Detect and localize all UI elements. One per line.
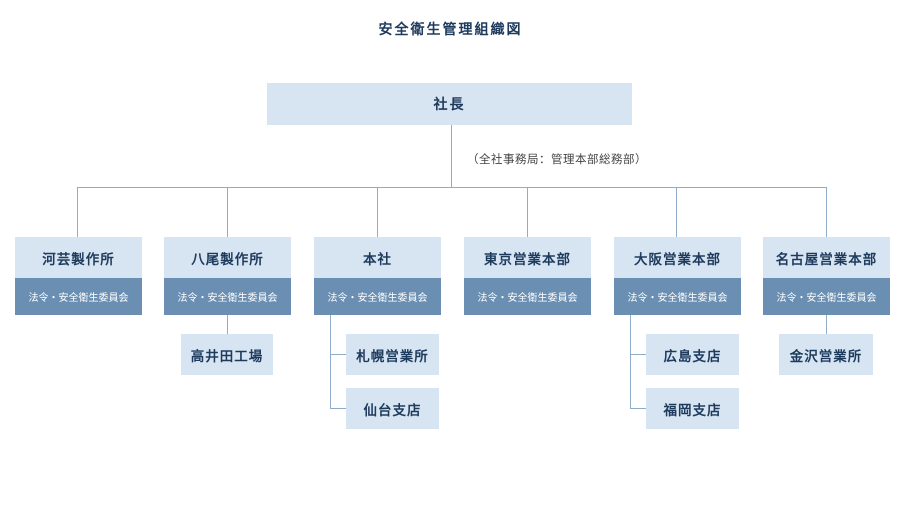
dept-connector-2 bbox=[227, 187, 228, 237]
sub-branch-fukuoka bbox=[630, 408, 646, 409]
dept-name: 河芸製作所 bbox=[15, 237, 142, 278]
dept-connector-6 bbox=[826, 187, 827, 237]
sub-connector-yao bbox=[227, 314, 228, 334]
ceo-connector bbox=[451, 125, 452, 188]
sub-takaida: 高井田工場 bbox=[181, 334, 273, 375]
sub-branch-sendai bbox=[330, 408, 346, 409]
dept-osaka: 大阪営業本部 法令・安全衛生委員会 bbox=[614, 237, 741, 315]
dept-name: 東京営業本部 bbox=[464, 237, 591, 278]
sub-sapporo: 札幌営業所 bbox=[346, 334, 439, 375]
dept-connector-4 bbox=[527, 187, 528, 237]
dept-name: 名古屋営業本部 bbox=[763, 237, 890, 278]
secretariat-note: （全社事務局：管理本部総務部） bbox=[467, 152, 647, 166]
dept-name: 本社 bbox=[314, 237, 441, 278]
dept-yao: 八尾製作所 法令・安全衛生委員会 bbox=[164, 237, 291, 315]
horizontal-bus bbox=[77, 187, 827, 188]
sub-connector-osaka bbox=[630, 314, 631, 409]
sub-hiroshima: 広島支店 bbox=[646, 334, 739, 375]
ceo-box: 社長 bbox=[267, 83, 632, 125]
dept-connector-5 bbox=[676, 187, 677, 237]
sub-sendai: 仙台支店 bbox=[346, 388, 439, 429]
dept-kawage: 河芸製作所 法令・安全衛生委員会 bbox=[15, 237, 142, 315]
dept-tokyo: 東京営業本部 法令・安全衛生委員会 bbox=[464, 237, 591, 315]
committee-label: 法令・安全衛生委員会 bbox=[464, 278, 591, 315]
dept-honsha: 本社 法令・安全衛生委員会 bbox=[314, 237, 441, 315]
committee-label: 法令・安全衛生委員会 bbox=[763, 278, 890, 315]
sub-branch-hiroshima bbox=[630, 354, 646, 355]
sub-connector-honsha bbox=[330, 314, 331, 409]
dept-name: 大阪営業本部 bbox=[614, 237, 741, 278]
dept-connector-1 bbox=[77, 187, 78, 237]
chart-title: 安全衛生管理組織図 bbox=[378, 22, 523, 38]
sub-fukuoka: 福岡支店 bbox=[646, 388, 739, 429]
dept-connector-3 bbox=[377, 187, 378, 237]
sub-branch-sapporo bbox=[330, 354, 346, 355]
sub-kanazawa: 金沢営業所 bbox=[779, 334, 873, 375]
committee-label: 法令・安全衛生委員会 bbox=[614, 278, 741, 315]
committee-label: 法令・安全衛生委員会 bbox=[15, 278, 142, 315]
dept-name: 八尾製作所 bbox=[164, 237, 291, 278]
committee-label: 法令・安全衛生委員会 bbox=[164, 278, 291, 315]
dept-nagoya: 名古屋営業本部 法令・安全衛生委員会 bbox=[763, 237, 890, 315]
sub-connector-nagoya bbox=[826, 314, 827, 334]
committee-label: 法令・安全衛生委員会 bbox=[314, 278, 441, 315]
